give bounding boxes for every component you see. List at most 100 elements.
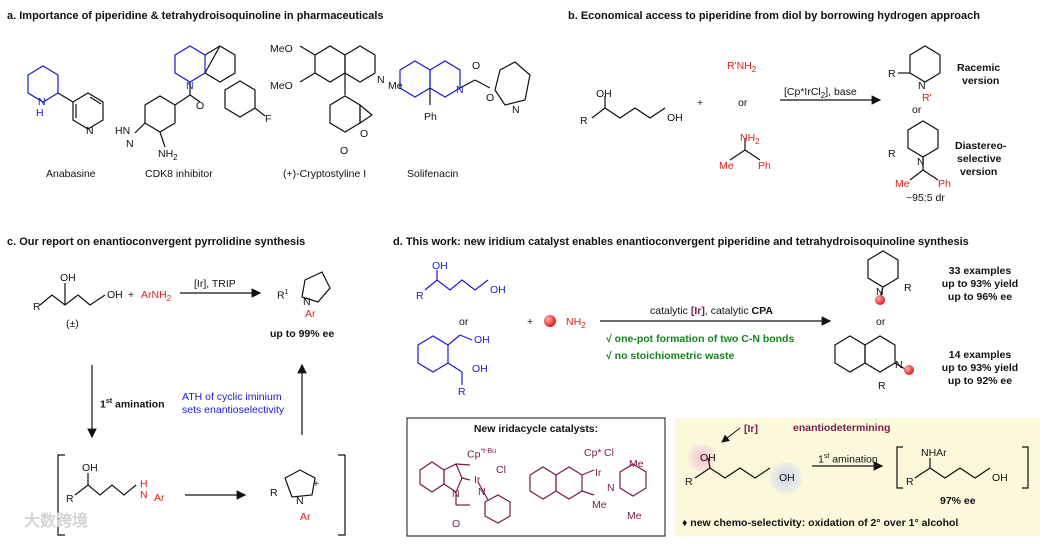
anabasine-pyridine-n: N [86, 125, 94, 137]
panel-c-bracket-left [57, 454, 65, 536]
catalyst-2 [529, 463, 647, 500]
panel-d-diol-2 [417, 334, 473, 385]
panel-b-version-1: version [962, 75, 1000, 87]
mechanism-r2: R [906, 476, 914, 488]
panel-b-chiral-amine [729, 138, 761, 161]
panel-c-r: R [33, 301, 41, 313]
panel-c-int-r: R [66, 493, 74, 505]
caption-anabasine: Anabasine [46, 168, 96, 180]
panel-c-plus: + [128, 289, 135, 301]
catalyst-2-me-1: Me [629, 458, 644, 470]
anabasine-nh-label: H [36, 107, 44, 119]
panel-d-or-right: or [876, 316, 886, 328]
result-2-line-3: up to 92% ee [947, 375, 1013, 387]
panel-b-amine: R'NH2 [727, 60, 757, 75]
panel-c-int-oh: OH [82, 462, 98, 474]
panel-b-selective: selective [957, 153, 1002, 165]
result-1-line-3: up to 96% ee [947, 291, 1013, 303]
panel-b-r: R [580, 115, 588, 127]
panel-c-iminium-r: R [270, 487, 278, 499]
mechanism-oh-1: OH [700, 452, 716, 464]
panel-c-iminium-ar: Ar [300, 511, 311, 523]
catalyst-1-o: O [452, 518, 461, 530]
panel-c-product-ar: Ar [305, 308, 316, 320]
solifenacin-o: O [486, 92, 495, 104]
result-1-line-2: up to 93% yield [941, 278, 1019, 290]
panel-d-check-1: √ one-pot formation of two C-N bonds [606, 333, 795, 345]
panel-b-me: Me [719, 160, 734, 172]
panel-d-check-2: √ no stoichiometric waste [606, 350, 735, 362]
panel-d-thiq-r: R [878, 380, 886, 392]
catalyst-1-n: N [452, 488, 460, 500]
panel-c-iminium-n: N [296, 495, 304, 507]
caption-cryptostyline: (+)-Cryptostyline I [283, 168, 367, 180]
panel-b-product2-n: N [917, 156, 925, 168]
panel-c-reagent: [Ir], TRIP [194, 278, 236, 290]
panel-b-ph: Ph [758, 160, 771, 172]
panel-d-thiq-product [834, 335, 906, 373]
panel-b-oh-2: OH [667, 112, 683, 124]
panel-b-diastereo: Diastereo- [955, 140, 1007, 152]
catalyst-1-cp: Cp*t-Bu [467, 448, 496, 461]
result-1-line-1: 33 examples [948, 265, 1012, 277]
panel-c-ath-2: sets enantioselectivity [182, 404, 285, 416]
caption-solifenacin: Solifenacin [407, 168, 459, 180]
panel-d-nh2: NH2 [566, 316, 586, 331]
catalyst-1-n2: N [478, 486, 486, 498]
ir-approach-arrow [721, 427, 741, 443]
cdk8-nh2-label: NH2 [158, 148, 178, 163]
panel-b-product2-me: Me [895, 178, 910, 190]
panel-b-product2-r: R [888, 148, 896, 160]
catalyst-2-cp: Cp* [584, 447, 602, 459]
panel-c-intermediate [74, 473, 137, 496]
solifenacin-o2: O [472, 60, 481, 72]
panel-d-oh-a: OH [432, 260, 448, 272]
panel-d-diol-1 [424, 270, 489, 291]
anabasine-structure [27, 65, 104, 130]
watermark: 大数跨境 [24, 513, 89, 530]
panel-b-plus: + [697, 97, 704, 109]
panel-d-or: or [459, 316, 469, 328]
panel-d-r: R [416, 290, 424, 302]
panel-d-plus: + [527, 316, 534, 328]
cdk8-hn-label: HN [115, 125, 131, 137]
panel-c-ee: up to 99% ee [270, 328, 335, 340]
panel-b-product-rprime: R' [922, 92, 932, 104]
mechanism-step: 1st amination [818, 453, 878, 466]
mechanism-box [675, 418, 1040, 536]
mechanism-oh-2: OH [779, 472, 795, 484]
panel-a-heading: a. Importance of piperidine & tetrahydro… [7, 10, 384, 22]
panel-c-int-n: N [140, 489, 148, 501]
panel-c-oh-2: OH [107, 289, 123, 301]
mechanism-ee: 97% ee [940, 495, 976, 507]
catalyst-1 [419, 461, 511, 524]
panel-b-oh-1: OH [596, 88, 612, 100]
mechanism-r: R [685, 476, 693, 488]
panel-b-diastereo-piperidine [907, 120, 939, 181]
panel-b-or-1: or [738, 97, 748, 109]
catalyst-2-ir: Ir [595, 467, 602, 479]
cdk8-f-label: F [265, 113, 272, 125]
panel-b-product-n: N [918, 80, 926, 92]
panel-b-heading: b. Economical access to piperidine from … [568, 10, 980, 22]
panel-d-oh-d: OH [472, 363, 488, 375]
mechanism-footnote: ♦ new chemo-selectivity: oxidation of 2°… [682, 517, 959, 529]
panel-d-conditions: catalytic [Ir], catalytic CPA [650, 305, 773, 317]
panel-d-oh-c: OH [474, 334, 490, 346]
panel-c-pyrrolidine [301, 271, 331, 303]
result-2-line-1: 14 examples [948, 349, 1012, 361]
panel-b-diol [591, 96, 666, 119]
panel-b-catalyst: [Cp*IrCl2], base [784, 86, 857, 101]
panel-b-racemic: Racemic [957, 62, 1001, 74]
panel-c-oh-1: OH [60, 272, 76, 284]
panel-b-product-r: R [888, 68, 896, 80]
panel-d-thiq-n: N [895, 359, 903, 371]
panel-c-first-amination: 1st amination [100, 398, 165, 411]
solifenacin-ph: Ph [424, 111, 437, 123]
panel-c-arnh2: ArNH2 [141, 289, 172, 304]
panel-b-dr: ~95:5 dr [906, 192, 945, 204]
panel-c-product-n: N [303, 296, 311, 308]
mechanism-oh-3: OH [992, 472, 1008, 484]
catalyst-box-title: New iridacycle catalysts: [473, 423, 599, 435]
